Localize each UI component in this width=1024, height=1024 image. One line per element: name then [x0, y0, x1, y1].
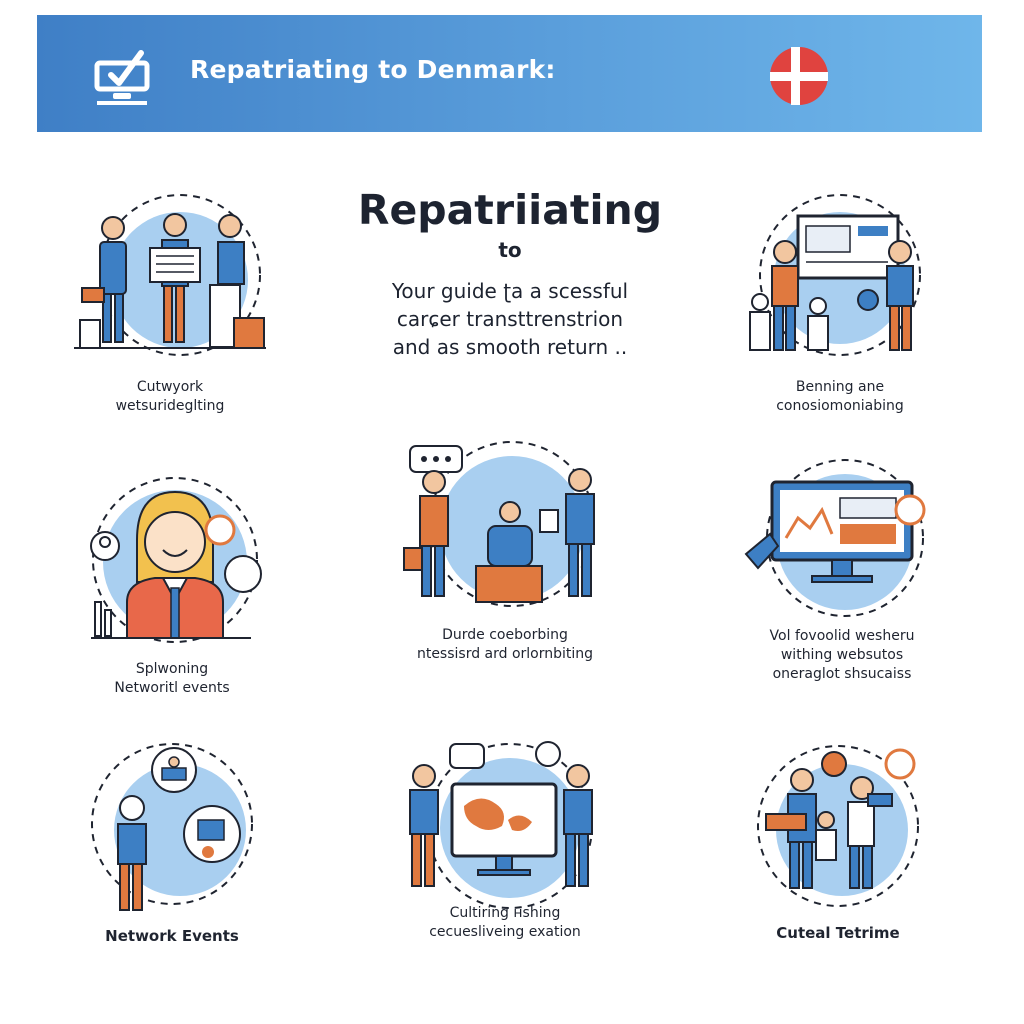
card-caption: Cultiring ʜshing cecuesliveing exation	[385, 904, 625, 942]
mentoring-desk-illustration	[403, 441, 595, 607]
card-caption-line: wetsuride​glting	[115, 398, 225, 414]
card-caption-line: Splwoning	[135, 661, 209, 677]
card-caption-line: cecuesliveing exation	[429, 924, 581, 940]
checklist-icon	[94, 50, 150, 105]
hero-subtitle-line: Your guide ʈa a scessful	[391, 279, 629, 303]
denmark-flag-icon	[770, 47, 828, 105]
presentation-board-illustration	[749, 194, 921, 356]
card-caption-line: ntessisrd ard orlornbiting	[416, 646, 594, 662]
job-website-monitor-illustration	[744, 459, 926, 617]
networking-person-illustration	[91, 743, 253, 911]
card-caption-line: Network Events	[105, 927, 239, 945]
card-caption-line: Networitl events	[114, 680, 230, 696]
hero-to: to	[498, 238, 522, 262]
card-caption-line: Cutwyork	[136, 379, 204, 395]
coworkers-document-illustration	[74, 194, 266, 356]
card-caption-line: withing websutos	[780, 647, 904, 663]
hero-subtitle-line: and as smooth return ..	[392, 335, 628, 359]
card-caption-line: oneraglot shsucaiss	[772, 666, 912, 682]
hero-subtitle: Your guide ʈa a scessful carɕer transttr…	[300, 277, 720, 361]
card-caption: Durde coeborbing ntessisrd ard orlornbit…	[385, 626, 625, 664]
hero-subtitle-line: carɕer transttrenstrion	[396, 307, 624, 331]
family-settling-illustration	[757, 745, 919, 907]
card-caption-line: Durde coeborbing	[442, 627, 568, 643]
card-caption-line: Benning ane	[795, 379, 885, 395]
card-caption-line: Cultiring ʜshing	[449, 905, 561, 921]
card-caption: Vol fovoolid wesheru withing websutos on…	[722, 627, 962, 684]
card-caption-line: Cuteal Tetrime	[776, 924, 900, 942]
card-caption: Splwoning Networitl events	[52, 660, 292, 698]
banner-title: Repatriating to Denmark:	[190, 55, 556, 84]
header-banner: Repatriating to Denmark:	[37, 15, 982, 132]
card-caption-line: conosiomoniabing	[776, 398, 904, 414]
card-caption: Benning ane conosiomoniabing	[720, 378, 960, 416]
professional-portrait-illustration	[90, 477, 262, 643]
card-caption: Network Events	[52, 927, 292, 946]
hero-title: Repatriiating	[357, 186, 663, 234]
cultural-map-illustration	[409, 741, 593, 909]
card-caption: Cutwyork wetsuride​glting	[50, 378, 290, 416]
card-caption-line: Vol fovoolid wesheru	[769, 628, 915, 644]
card-caption: Cuteal Tetrime	[718, 924, 958, 943]
